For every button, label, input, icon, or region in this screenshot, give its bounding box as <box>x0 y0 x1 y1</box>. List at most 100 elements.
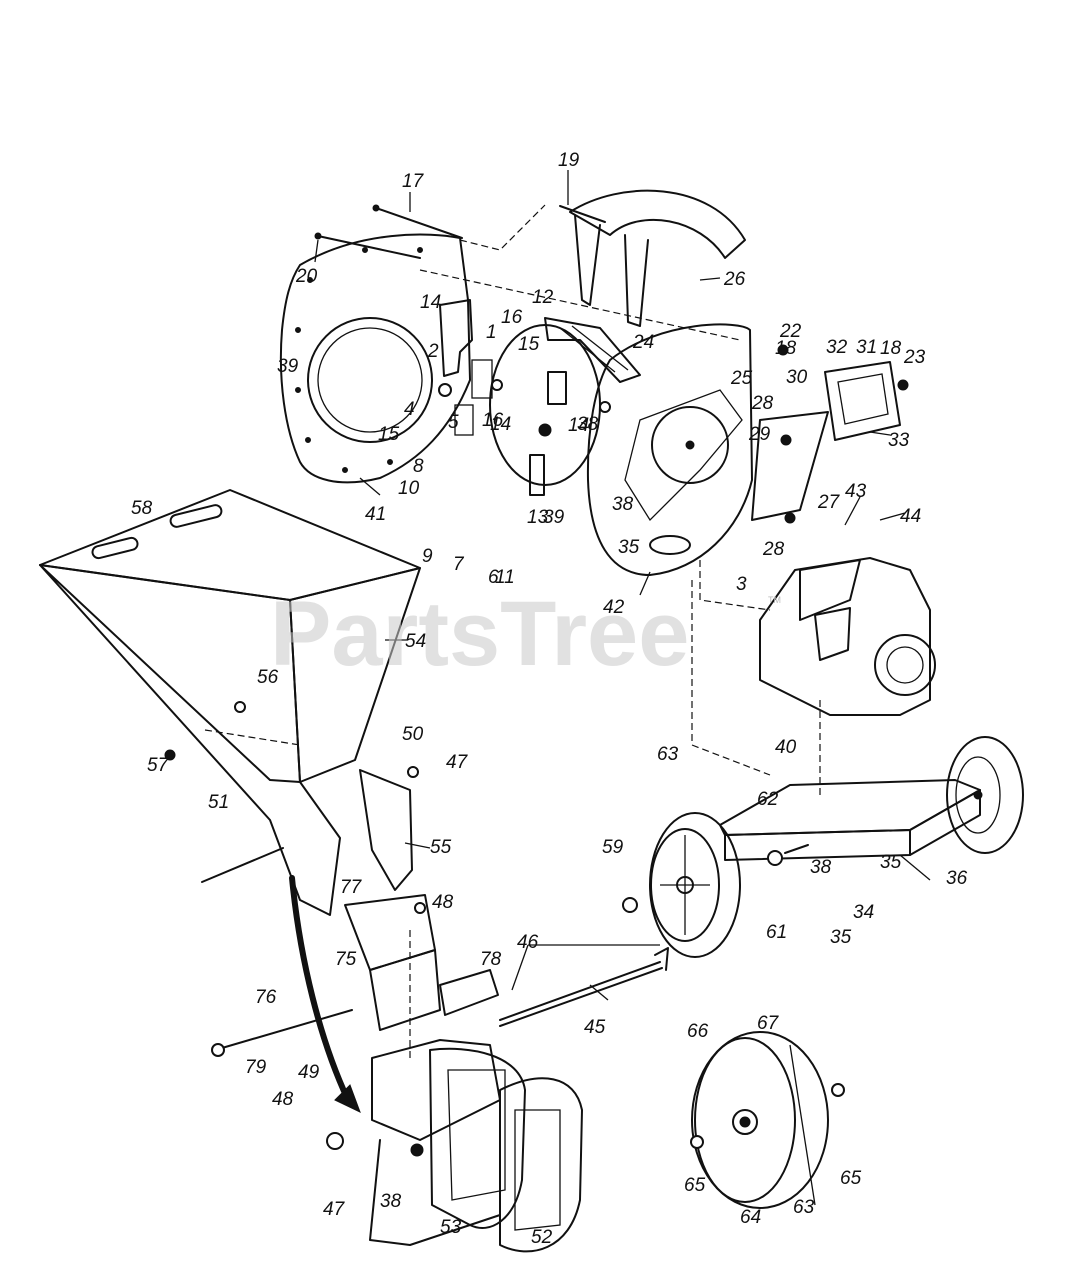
watermark-trademark: TM <box>768 595 781 605</box>
part-label[interactable]: 56 <box>257 667 279 688</box>
part-label[interactable]: 45 <box>584 1017 606 1038</box>
part-label[interactable]: 8 <box>413 456 424 477</box>
right-wheel <box>946 736 1024 854</box>
part-label[interactable]: 51 <box>208 792 229 813</box>
part-label[interactable]: 55 <box>430 837 452 858</box>
part-label[interactable]: 50 <box>402 724 424 745</box>
part-label[interactable]: 54 <box>405 631 426 652</box>
part-label[interactable]: 28 <box>751 393 774 414</box>
part-label[interactable]: 14 <box>568 415 589 436</box>
part-label[interactable]: 47 <box>446 752 469 773</box>
part-label[interactable]: 11 <box>495 567 515 588</box>
part-label[interactable]: 16 <box>482 410 504 431</box>
part-label[interactable]: 63 <box>793 1197 815 1218</box>
part-label[interactable]: 26 <box>723 269 746 290</box>
handle-guard <box>751 361 901 521</box>
part-label[interactable]: 47 <box>323 1199 346 1220</box>
part-label[interactable]: 30 <box>786 367 808 388</box>
part-label[interactable]: 33 <box>888 430 910 451</box>
part-label[interactable]: 65 <box>684 1175 706 1196</box>
part-label[interactable]: 14 <box>420 292 441 313</box>
part-label[interactable]: 17 <box>402 171 425 192</box>
part-label[interactable]: 40 <box>775 737 797 758</box>
part-label[interactable]: 38 <box>612 494 634 515</box>
part-label[interactable]: 65 <box>840 1168 862 1189</box>
part-label[interactable]: 78 <box>480 949 502 970</box>
part-label[interactable]: 77 <box>340 877 363 898</box>
tire-assembly <box>691 1031 829 1209</box>
part-label[interactable]: 38 <box>810 857 832 878</box>
part-label[interactable]: 28 <box>762 539 785 560</box>
part-label[interactable]: 14 <box>490 414 511 435</box>
part-label[interactable]: 35 <box>618 537 640 558</box>
part-label[interactable]: 44 <box>900 506 921 527</box>
part-label[interactable]: 34 <box>853 902 874 923</box>
part-label[interactable]: 66 <box>687 1021 709 1042</box>
part-label[interactable]: 39 <box>277 356 299 377</box>
part-label[interactable]: 5 <box>448 412 459 433</box>
part-label[interactable]: 59 <box>602 837 624 858</box>
part-label[interactable]: 2 <box>427 341 439 362</box>
part-label[interactable]: 15 <box>378 424 400 445</box>
part-label[interactable]: 18 <box>775 338 797 359</box>
part-label[interactable]: 25 <box>730 368 753 389</box>
part-label[interactable]: 43 <box>845 481 867 502</box>
part-label[interactable]: 62 <box>757 789 779 810</box>
part-label[interactable]: 38 <box>380 1191 402 1212</box>
part-label[interactable]: 58 <box>131 498 153 519</box>
part-label[interactable]: 35 <box>830 927 852 948</box>
part-label[interactable]: 57 <box>147 755 170 776</box>
part-label[interactable]: 15 <box>518 334 540 355</box>
part-label[interactable]: 52 <box>531 1227 553 1248</box>
part-label[interactable]: 39 <box>543 507 565 528</box>
discharge-chute <box>544 317 641 383</box>
part-label[interactable]: 9 <box>422 546 433 567</box>
part-label[interactable]: 13 <box>527 507 549 528</box>
part-label[interactable]: 29 <box>748 424 771 445</box>
long-bolts <box>314 204 463 259</box>
part-label[interactable]: 22 <box>779 321 802 342</box>
part-label[interactable]: 19 <box>558 150 580 171</box>
part-label[interactable]: 76 <box>255 987 277 1008</box>
engine <box>759 557 936 716</box>
part-label[interactable]: 79 <box>245 1057 267 1078</box>
part-label[interactable]: 48 <box>432 892 454 913</box>
part-label[interactable]: 53 <box>440 1217 462 1238</box>
part-label[interactable]: 36 <box>946 868 968 889</box>
part-label[interactable]: 23 <box>903 347 926 368</box>
watermark-text: PartsTree <box>270 583 689 685</box>
part-label[interactable]: 27 <box>817 492 841 513</box>
part-label[interactable]: 1 <box>486 322 497 343</box>
part-label[interactable]: 64 <box>740 1207 761 1228</box>
part-label[interactable]: 31 <box>856 337 877 358</box>
hardware <box>164 344 909 1157</box>
lower-housing <box>369 1039 583 1253</box>
part-label[interactable]: 38 <box>577 414 599 435</box>
part-label[interactable]: 75 <box>335 949 357 970</box>
part-label[interactable]: 7 <box>453 554 465 575</box>
part-label[interactable]: 12 <box>532 287 554 308</box>
part-label[interactable]: 16 <box>501 307 523 328</box>
chipper-disc <box>489 324 601 496</box>
axle-rod <box>499 947 669 1027</box>
part-label[interactable]: 6 <box>488 567 499 588</box>
part-label[interactable]: 4 <box>404 399 415 420</box>
part-label[interactable]: 46 <box>517 932 539 953</box>
part-label[interactable]: 20 <box>295 266 318 287</box>
part-label[interactable]: 67 <box>757 1013 780 1034</box>
part-labels: 1 2 3 4 5 6 7 8 9 10 11 12 13 14 14 14 1… <box>131 150 968 1248</box>
part-label[interactable]: 3 <box>736 574 747 595</box>
part-label[interactable]: 32 <box>826 337 848 358</box>
part-label[interactable]: 18 <box>880 338 902 359</box>
alignment-lines <box>204 204 821 1060</box>
part-label[interactable]: 35 <box>880 852 902 873</box>
part-label[interactable]: 49 <box>298 1062 320 1083</box>
part-label[interactable]: 10 <box>398 478 420 499</box>
part-label[interactable]: 63 <box>657 744 679 765</box>
part-label[interactable]: 41 <box>365 504 386 525</box>
part-label[interactable]: 48 <box>272 1089 294 1110</box>
part-label[interactable]: 24 <box>632 332 654 353</box>
part-label[interactable]: 61 <box>766 922 787 943</box>
part-label[interactable]: 42 <box>603 597 625 618</box>
